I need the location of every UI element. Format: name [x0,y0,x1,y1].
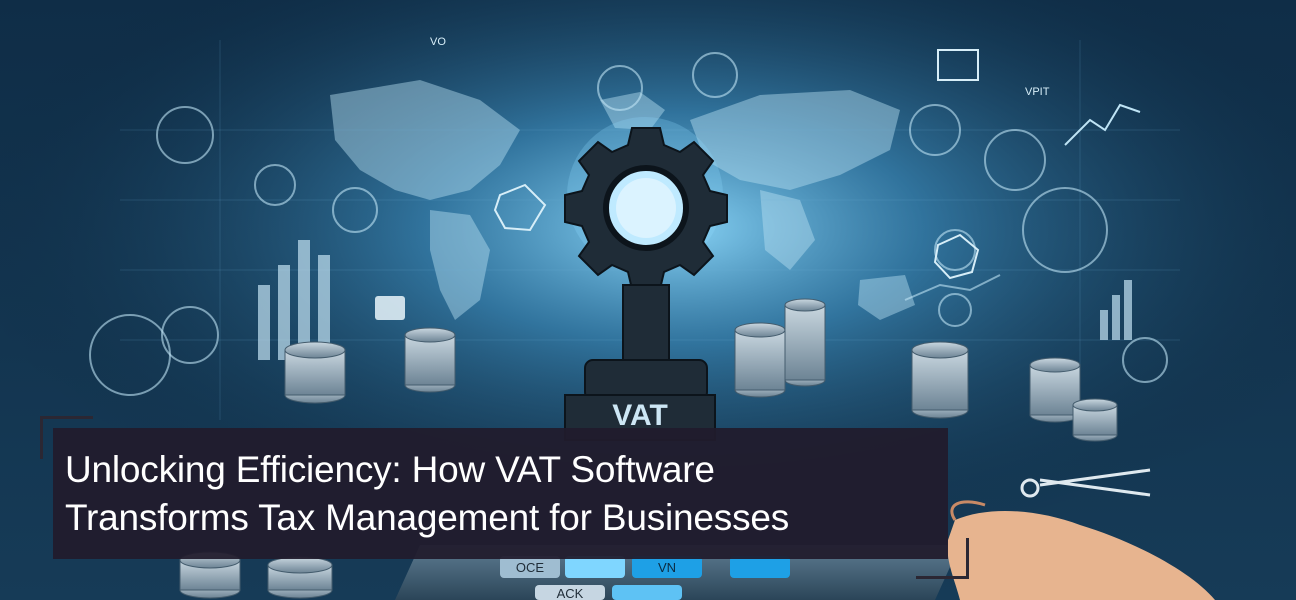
calc-key-ack: ACK [557,586,584,600]
headline: Unlocking Efficiency: How VAT Software T… [65,446,789,542]
calc-key-oce: OCE [516,560,545,575]
key-label: VAT [612,399,668,432]
hand [947,510,1215,600]
calc-key-vn: VN [658,560,676,575]
headline-line-1: Unlocking Efficiency: How VAT Software [65,449,715,490]
headline-box: Unlocking Efficiency: How VAT Software T… [53,428,948,559]
corner-accent-top-left [40,416,93,459]
coin-stacks [179,298,1118,599]
small-label: VO [430,36,446,48]
corner-accent-bottom-right [916,538,969,579]
world-map [330,80,915,320]
headline-line-2: Transforms Tax Management for Businesses [65,497,790,538]
panel-label: VPIT [1025,86,1050,98]
